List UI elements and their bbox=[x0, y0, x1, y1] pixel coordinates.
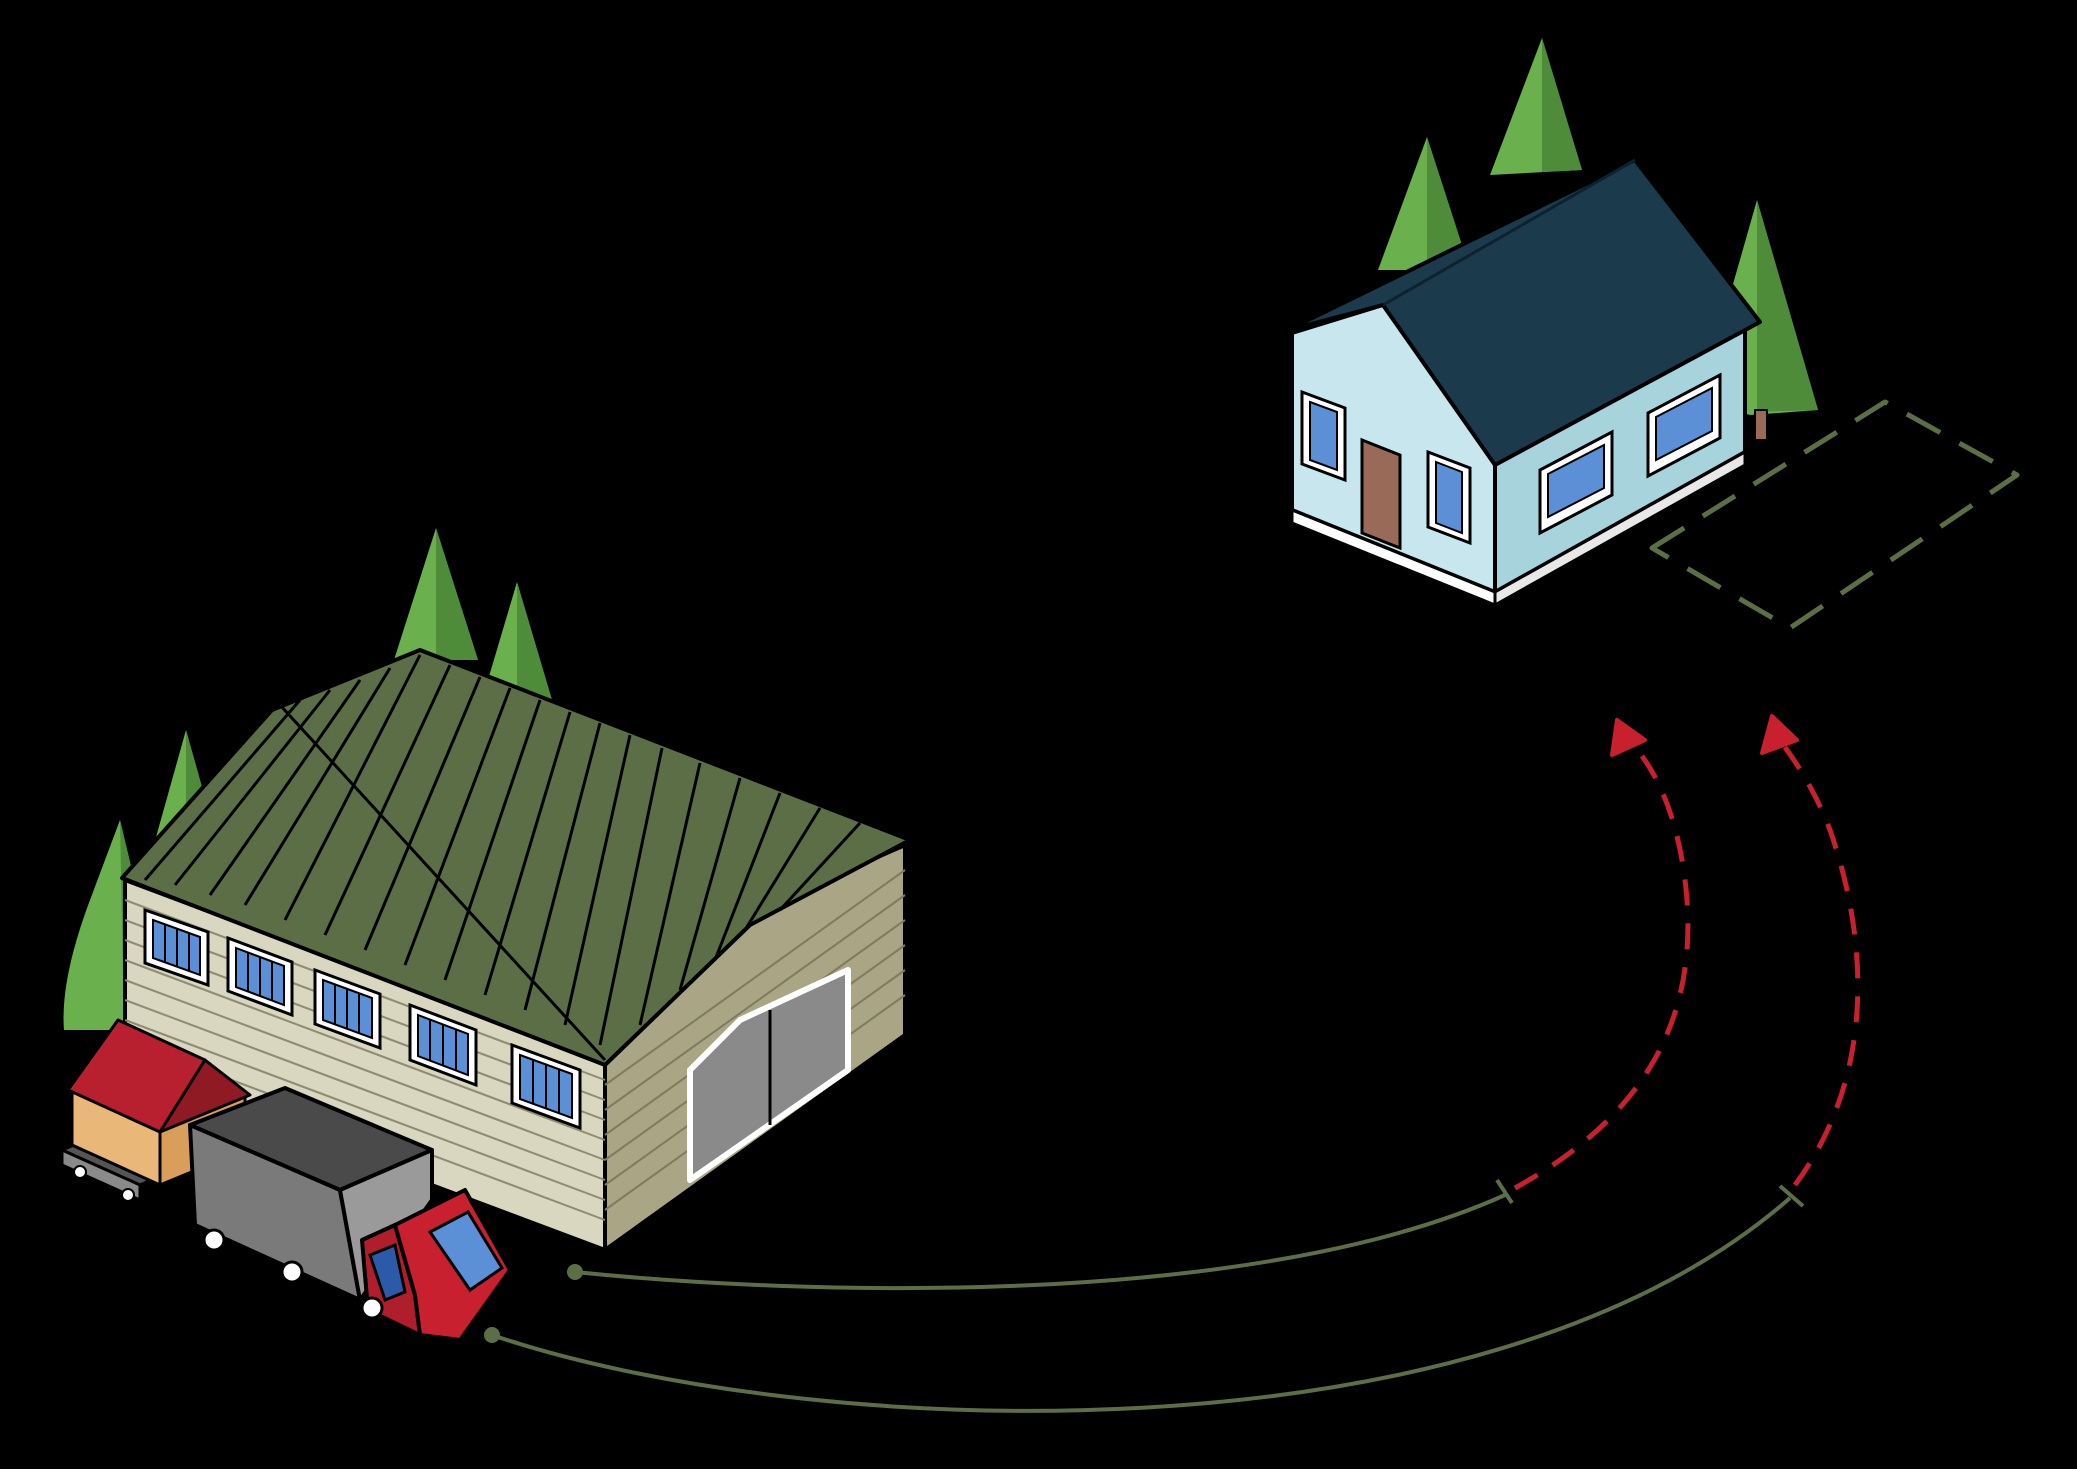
route-dashed-segment bbox=[1513, 736, 1691, 1191]
house-window bbox=[1300, 389, 1347, 483]
house-icon bbox=[1286, 158, 1762, 608]
route-dashed-segment bbox=[1776, 736, 1861, 1187]
house-window bbox=[1426, 449, 1472, 546]
tree-icon bbox=[394, 528, 478, 660]
warehouse-icon bbox=[120, 648, 912, 1252]
route-truck-to-house bbox=[484, 714, 1861, 1413]
tree-icon bbox=[1490, 38, 1582, 175]
warehouse-window bbox=[408, 1002, 478, 1088]
route-arrowhead bbox=[1610, 718, 1647, 757]
route-start-dot bbox=[567, 1264, 583, 1280]
route-solid-segment bbox=[574, 1193, 1506, 1291]
warehouse-window bbox=[143, 907, 210, 988]
house-window bbox=[1646, 372, 1722, 479]
route-warehouse-to-house bbox=[567, 718, 1691, 1291]
route-arrowhead bbox=[1760, 714, 1799, 755]
house-window bbox=[1538, 429, 1614, 536]
warehouse-window bbox=[313, 967, 382, 1051]
parking-spot-icon bbox=[1649, 399, 2020, 631]
route-start-dot bbox=[484, 1327, 500, 1343]
warehouse-window bbox=[226, 935, 294, 1018]
house-door bbox=[1360, 437, 1402, 551]
tree-icon bbox=[482, 582, 552, 700]
house-roof bbox=[1286, 158, 1762, 467]
tree-icon bbox=[1378, 137, 1470, 270]
warehouse-window bbox=[510, 1042, 582, 1131]
delivery-truck-icon bbox=[188, 1086, 512, 1342]
route-solid-segment bbox=[491, 1196, 1792, 1413]
